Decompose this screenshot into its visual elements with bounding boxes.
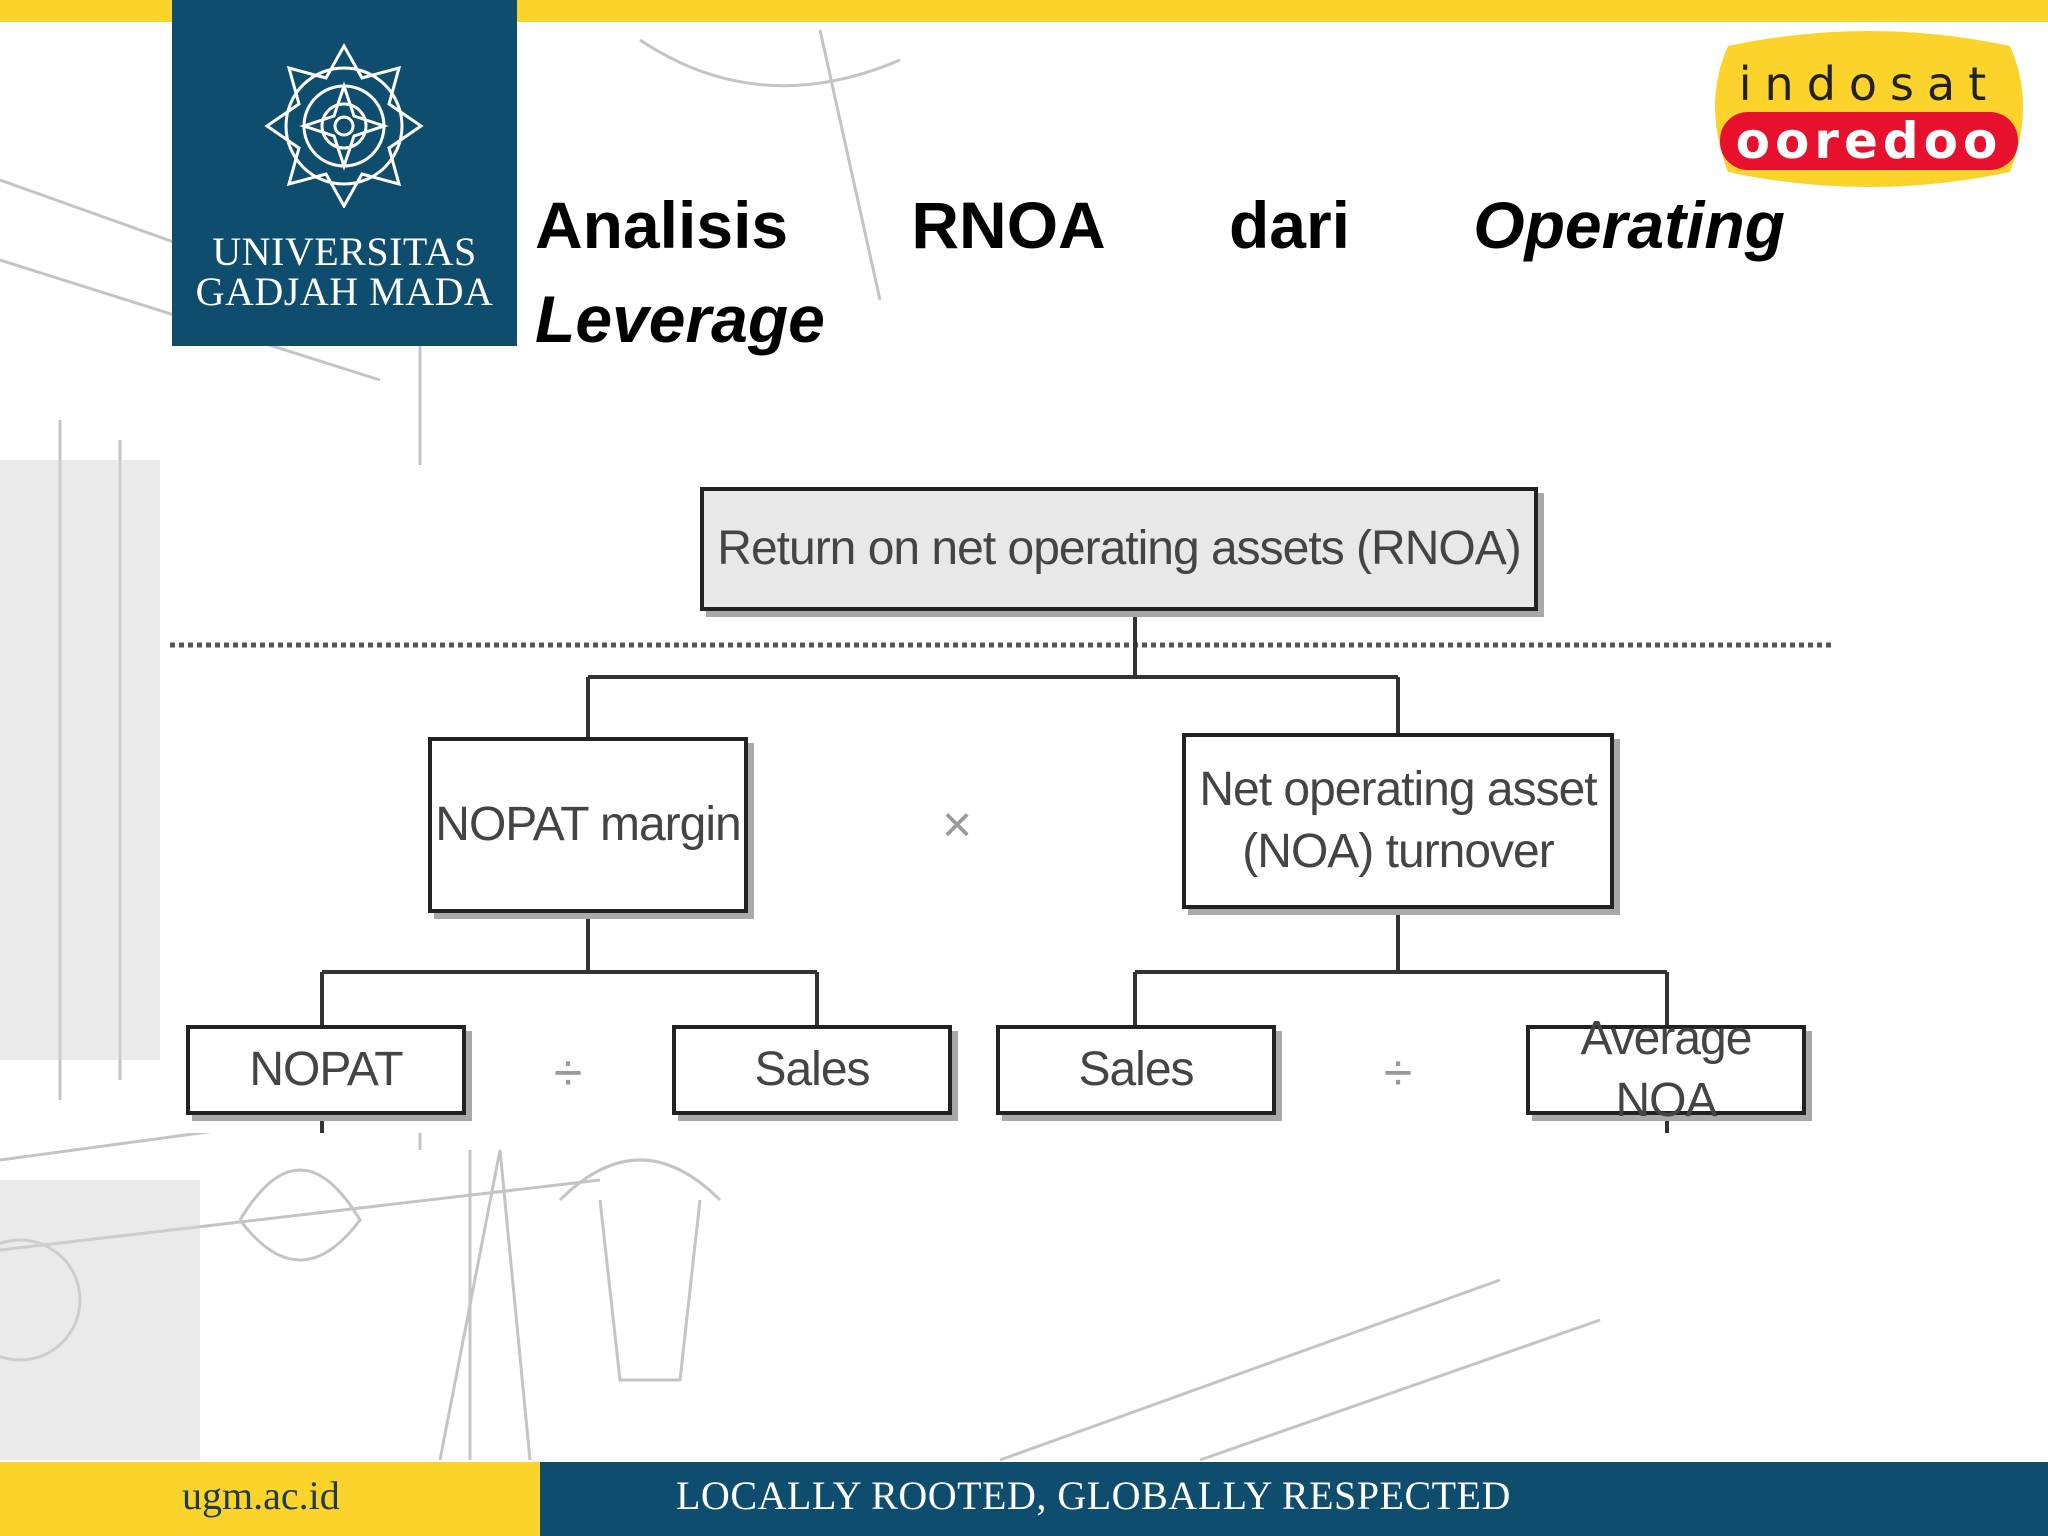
node-noa-turnover: Net operating asset (NOA) turnover	[1182, 733, 1614, 909]
footer-url-bar	[0, 1462, 540, 1536]
title-word: dari	[1228, 188, 1351, 262]
university-logo-block: UNIVERSITAS GADJAH MADA	[172, 0, 517, 346]
node-nopat: NOPAT	[186, 1025, 466, 1115]
title-line-1: Analisis RNOA dari Operating	[535, 178, 1785, 272]
node-nopat-margin: NOPAT margin	[428, 737, 748, 913]
footer-slogan-bar	[540, 1462, 2048, 1536]
diagram-connectors	[170, 610, 1835, 1133]
rnoa-decomposition-diagram: Return on net operating assets (RNOA) NO…	[170, 465, 1835, 1133]
node-rnoa: Return on net operating assets (RNOA)	[700, 487, 1538, 611]
node-noa-turnover-line1: Net operating asset	[1199, 763, 1597, 816]
logo-word-indosat: indosat	[1739, 57, 1999, 111]
title-line-2: Leverage	[535, 282, 825, 356]
title-word: Operating	[1473, 188, 1785, 262]
logo-word-ooredoo: ooredoo	[1736, 112, 2003, 170]
node-sales: Sales	[996, 1025, 1276, 1115]
university-name-line1: UNIVERSITAS	[212, 229, 477, 274]
title-word: RNOA	[911, 188, 1106, 262]
divide-operator: ÷	[1383, 1044, 1413, 1102]
title-word: Analisis	[535, 188, 789, 262]
footer-url: ugm.ac.id	[182, 1473, 340, 1518]
divide-operator: ÷	[553, 1044, 583, 1102]
node-average-noa: Average NOA	[1526, 1012, 1806, 1127]
footer-slogan: LOCALLY ROOTED, GLOBALLY RESPECTED	[676, 1473, 1511, 1518]
multiply-operator: ×	[941, 796, 973, 854]
node-noa-turnover-line2: (NOA) turnover	[1242, 825, 1554, 878]
slide-title: Analisis RNOA dari Operating Leverage	[535, 178, 1785, 366]
university-name-line2: GADJAH MADA	[195, 269, 494, 314]
node-sales: Sales	[672, 1025, 952, 1115]
indosat-ooredoo-logo: indosat ooredoo	[1715, 31, 2023, 187]
ugm-emblem-icon	[264, 42, 424, 208]
